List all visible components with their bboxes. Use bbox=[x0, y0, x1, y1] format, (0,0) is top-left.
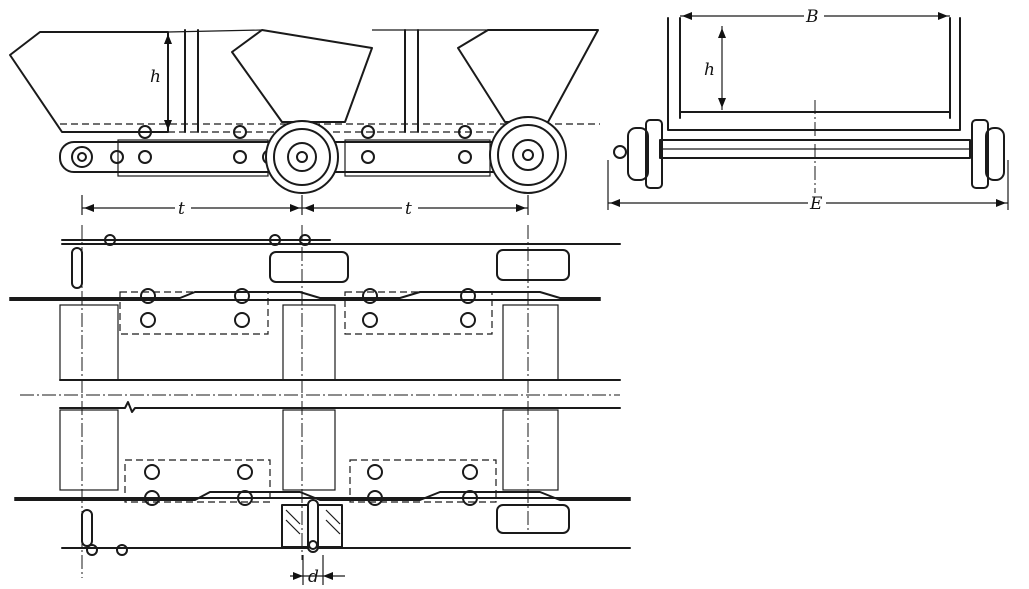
bucket-3 bbox=[457, 29, 599, 123]
plan-view: d bbox=[9, 225, 631, 587]
bucket-1 bbox=[9, 31, 169, 133]
front-view: B h E bbox=[607, 6, 1009, 214]
dim-t-right: t bbox=[405, 199, 412, 219]
dim-B: B bbox=[805, 7, 819, 27]
link-pins bbox=[71, 125, 472, 168]
roller-left bbox=[265, 120, 339, 194]
pin-detail bbox=[281, 499, 343, 553]
side-elevation-view: h t t bbox=[9, 29, 600, 219]
bucket-front bbox=[667, 17, 961, 131]
roller-right bbox=[489, 116, 567, 194]
dim-h-side: h bbox=[150, 67, 161, 87]
dim-d: d bbox=[308, 567, 319, 587]
wheel-right bbox=[971, 119, 1005, 189]
bucket-slats bbox=[59, 304, 621, 491]
upper-chain-strand bbox=[9, 234, 621, 335]
bucket-2 bbox=[231, 29, 373, 123]
wheel-left bbox=[613, 119, 663, 189]
lower-chain-strand: d bbox=[14, 459, 631, 587]
dim-E: E bbox=[809, 194, 823, 214]
dim-h-front: h bbox=[704, 60, 715, 80]
dim-t-left: t bbox=[178, 199, 185, 219]
